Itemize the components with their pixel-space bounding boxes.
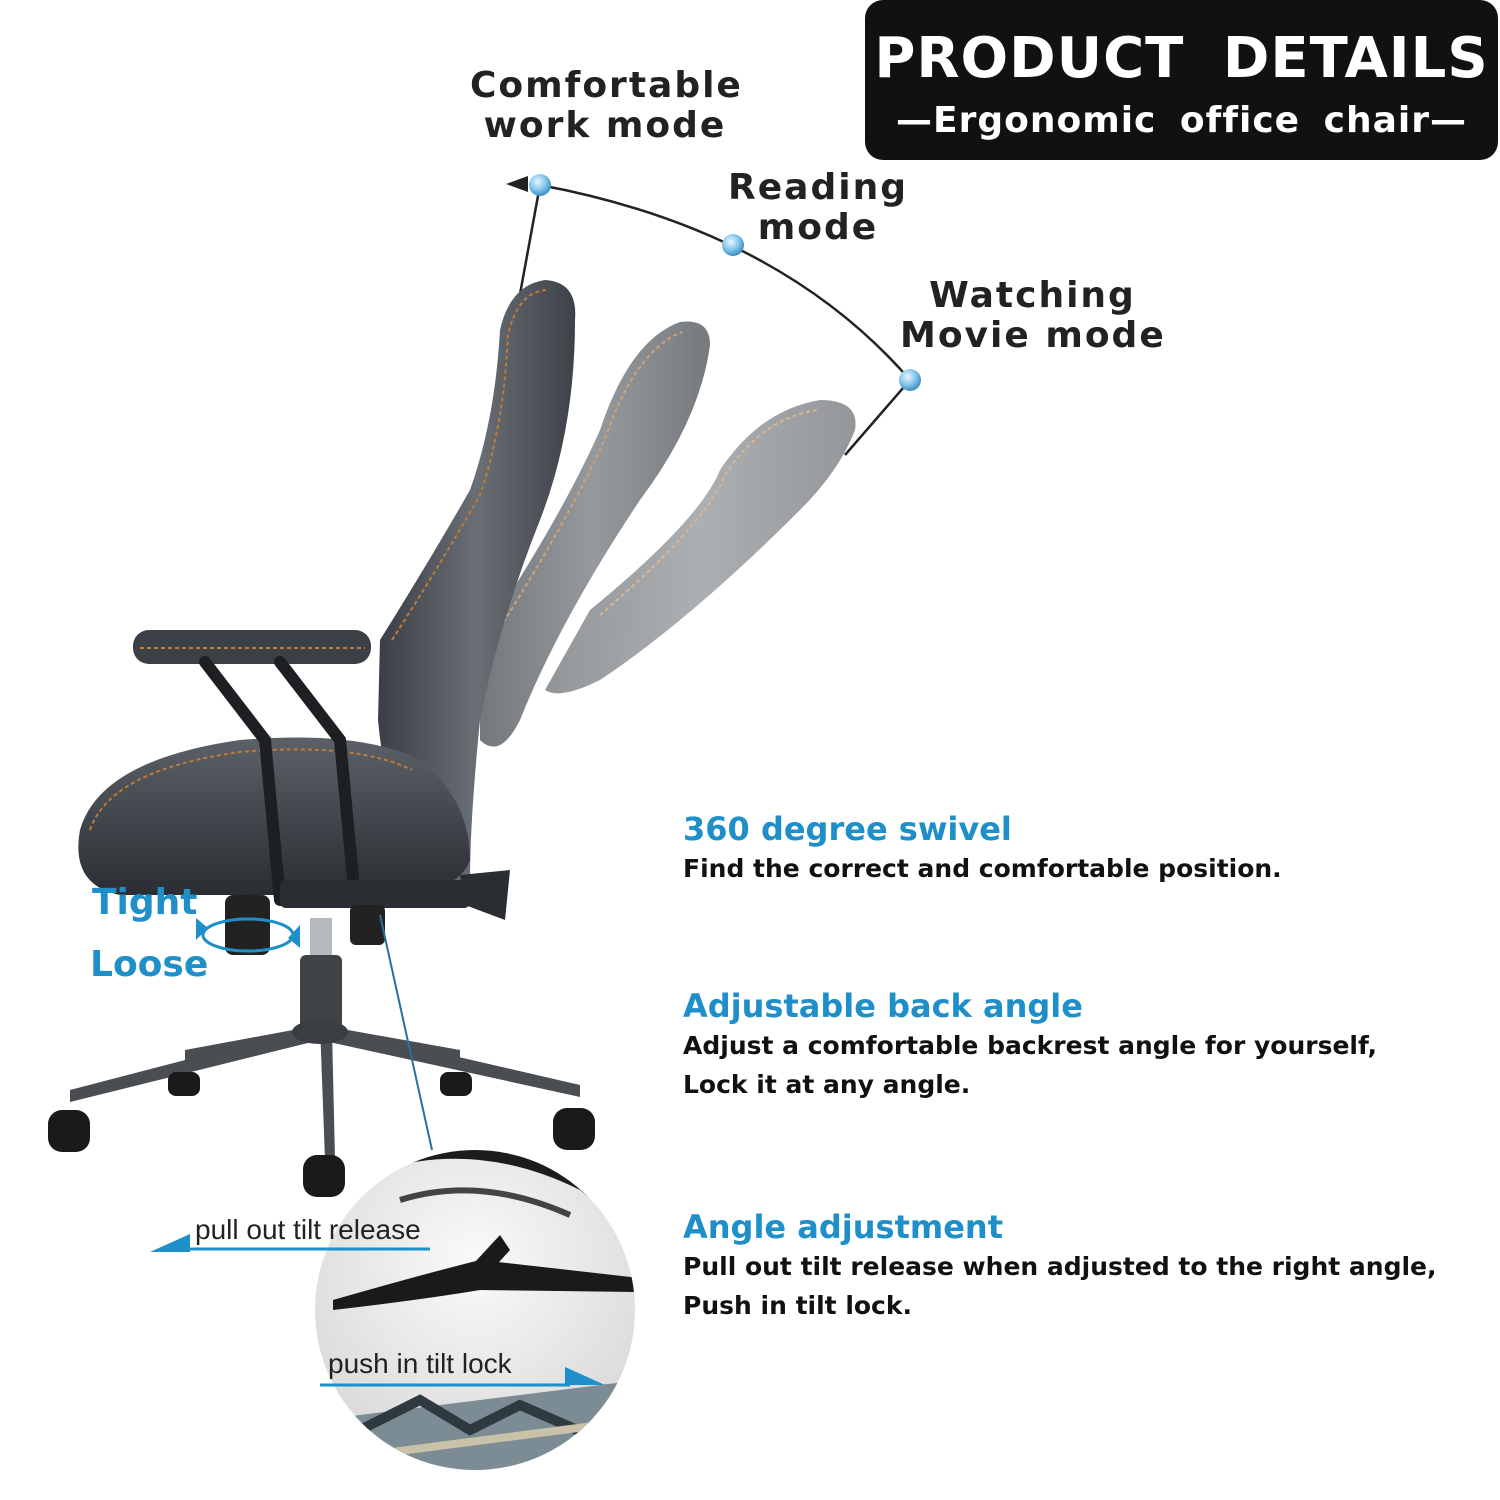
feature-title: Angle adjustment [683,1208,1003,1246]
feature-angle-adjustment: Angle adjustment Pull out tilt release w… [683,1208,1437,1320]
mode-label-line: Comfortable [470,65,743,106]
feature-description: Adjust a comfortable backrest angle for … [683,1031,1378,1060]
tilt-detail-circle [315,1150,635,1470]
mode-label-line: Reading [728,167,908,208]
mode-label-comfortable: Comfortable work mode [470,65,743,146]
feature-title: Adjustable back angle [683,987,1083,1025]
detail-leader-line [379,914,433,1151]
mode-label-line: mode [757,207,879,248]
product-details-banner: PRODUCT DETAILS —Ergonomic office chair— [865,0,1498,160]
feature-title: 360 degree swivel [683,810,1012,848]
mode-dot [899,369,921,391]
mode-dot [722,234,744,256]
banner-subtitle: —Ergonomic office chair— [896,100,1467,141]
mode-label-line: work mode [483,105,727,146]
rotation-arrows-icon [196,917,300,953]
mode-label-line: Movie mode [900,315,1166,356]
feature-description: Push in tilt lock. [683,1291,913,1320]
recline-arc [539,183,911,381]
feature-description: Lock it at any angle. [683,1070,971,1099]
recline-line-right [844,379,911,456]
star-base [48,1020,595,1197]
backrest-upright [378,280,576,880]
knob-tight-label: Tight [92,882,198,923]
armrest [133,630,371,906]
arc-arrow-icon [506,176,528,192]
mode-label-watching: Watching Movie mode [900,276,1165,356]
feature-description: Pull out tilt release when adjusted to t… [683,1252,1437,1281]
feature-back-angle: Adjustable back angle Adjust a comfortab… [683,987,1377,1099]
pull-arrow-icon [150,1234,190,1252]
knob-loose-label: Loose [90,944,209,985]
mechanism [225,870,510,1030]
feature-swivel: 360 degree swivel Find the correct and c… [683,810,1282,883]
backrest-ghost-movie [545,400,856,694]
push-tilt-lock-label: push in tilt lock [328,1348,512,1379]
banner-title: PRODUCT DETAILS [874,26,1489,91]
recline-line-left [516,184,542,306]
backrest-ghost-reading [480,321,710,747]
mode-label-line: Watching [929,275,1136,316]
feature-description: Find the correct and comfortable positio… [683,854,1282,883]
mode-dot [529,174,551,196]
mode-label-reading: Reading mode [718,168,918,248]
push-arrow-icon [565,1367,605,1385]
pull-tilt-release-label: pull out tilt release [195,1214,421,1245]
